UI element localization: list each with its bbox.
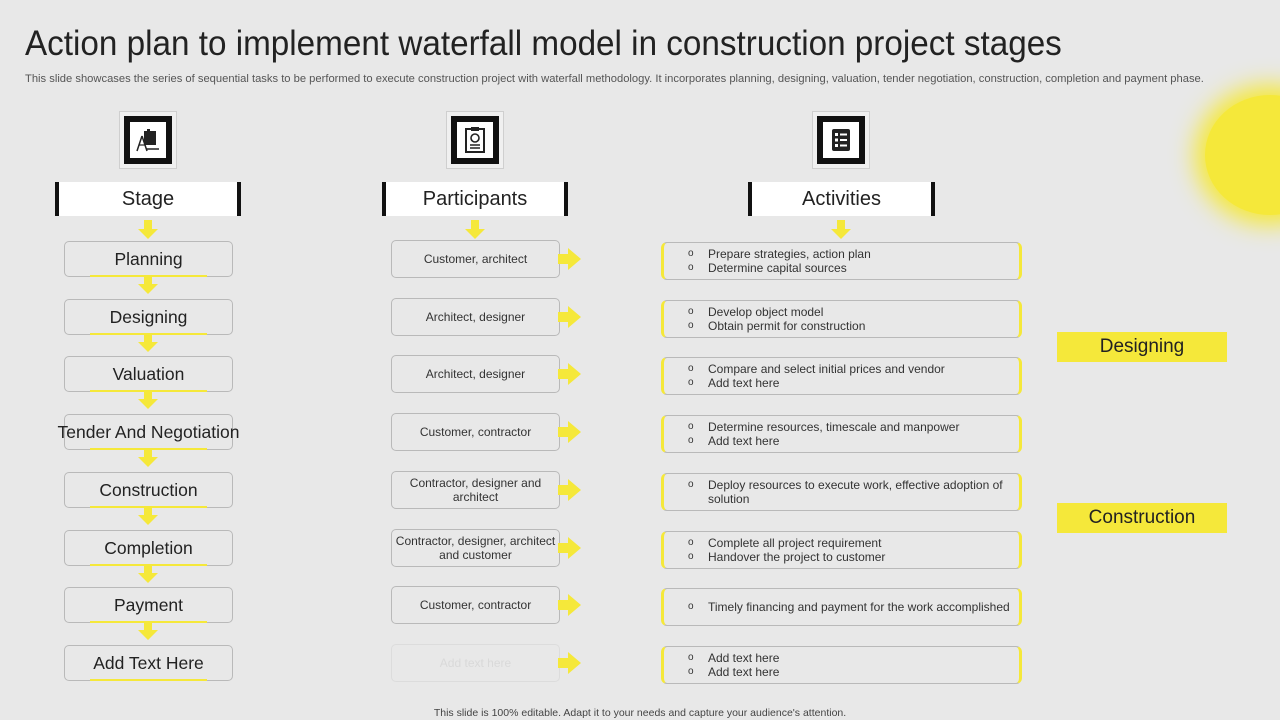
- activity-item: o Handover the project to customer: [688, 550, 1019, 564]
- id-badge-icon: [465, 127, 485, 153]
- stage-down-arrow-4: [137, 506, 159, 526]
- activity-text: Timely financing and payment for the wor…: [708, 600, 1010, 614]
- activity-text: Obtain permit for construction: [708, 319, 866, 333]
- activity-text: Determine capital sources: [708, 261, 847, 275]
- participants-header-arrow: [464, 220, 486, 240]
- stage-box-6: Payment: [64, 587, 233, 623]
- right-arrow-7: [558, 652, 582, 674]
- right-arrow-5: [558, 537, 582, 559]
- stage-box-3: Tender And Negotiation: [58, 414, 239, 450]
- activity-item: o Add text here: [688, 434, 1019, 448]
- stage-down-arrow-5: [137, 564, 159, 584]
- stage-box-2: Valuation: [64, 356, 233, 392]
- bullet-icon: o: [688, 652, 694, 663]
- right-arrow-1: [558, 306, 582, 328]
- activity-text: Complete all project requirement: [708, 536, 882, 550]
- participants-box-5: Contractor, designer, architect and cust…: [391, 529, 560, 567]
- architect-drawing-icon: [136, 129, 159, 152]
- activity-text: Compare and select initial prices and ve…: [708, 362, 945, 376]
- participants-header: Participants: [382, 182, 568, 216]
- checklist-icon: [832, 129, 850, 151]
- bullet-icon: o: [688, 479, 694, 490]
- stage-down-arrow-6: [137, 621, 159, 641]
- stage-icon-box: [119, 111, 177, 169]
- activity-item: o Obtain permit for construction: [688, 319, 1019, 333]
- activity-item: o Determine resources, timescale and manp…: [688, 420, 1019, 434]
- activities-header-arrow: [830, 220, 852, 240]
- activities-box-6: o Timely financing and payment for the wo…: [661, 588, 1022, 626]
- participants-box-3: Customer, contractor: [391, 413, 560, 451]
- activity-item: o Add text here: [688, 665, 1019, 679]
- activities-box-2: o Compare and select initial prices and v…: [661, 357, 1022, 395]
- activity-item: o Compare and select initial prices and v…: [688, 362, 1019, 376]
- activities-header: Activities: [748, 182, 935, 216]
- activity-text: Add text here: [708, 434, 780, 448]
- participants-box-4: Contractor, designer and architect: [391, 471, 560, 509]
- bullet-icon: o: [688, 551, 694, 562]
- stage-down-arrow-2: [137, 390, 159, 410]
- activity-item: o Determine capital sources: [688, 261, 1019, 275]
- stage-box-4: Construction: [64, 472, 233, 508]
- footer-note: This slide is 100% editable. Adapt it to…: [433, 707, 847, 719]
- activity-item: o Add text here: [688, 376, 1019, 390]
- participants-box-6: Customer, contractor: [391, 586, 560, 624]
- right-arrow-6: [558, 594, 582, 616]
- activities-box-4: o Deploy resources to execute work, effec…: [661, 473, 1022, 511]
- bullet-icon: o: [688, 248, 694, 259]
- stage-box-1: Designing: [64, 299, 233, 335]
- stage-box-5: Completion: [64, 530, 233, 566]
- participants-box-7: Add text here: [391, 644, 560, 682]
- participants-box-1: Architect, designer: [391, 298, 560, 336]
- right-arrow-4: [558, 479, 582, 501]
- activities-box-3: o Determine resources, timescale and manp…: [661, 415, 1022, 453]
- participants-box-2: Architect, designer: [391, 355, 560, 393]
- bullet-icon: o: [688, 421, 694, 432]
- right-arrow-3: [558, 421, 582, 443]
- right-arrow-0: [558, 248, 582, 270]
- bullet-icon: o: [688, 377, 694, 388]
- decorative-yellow-circle: [1205, 95, 1280, 215]
- activity-text: Deploy resources to execute work, effect…: [708, 478, 1003, 506]
- participants-icon-box: [446, 111, 504, 169]
- bullet-icon: o: [688, 537, 694, 548]
- phase-label-designing: Designing: [1057, 332, 1227, 362]
- activity-text: Add text here: [708, 376, 780, 390]
- bullet-icon: o: [688, 666, 694, 677]
- stage-down-arrow-1: [137, 333, 159, 353]
- page-subtitle: This slide showcases the series of seque…: [25, 73, 1204, 85]
- stage-box-0: Planning: [64, 241, 233, 277]
- activity-item: o Complete all project requirement: [688, 536, 1019, 550]
- bullet-icon: o: [688, 601, 694, 612]
- activity-text: Add text here: [708, 665, 780, 679]
- activity-text: Determine resources, timescale and manpo…: [708, 420, 960, 434]
- right-arrow-2: [558, 363, 582, 385]
- bullet-icon: o: [688, 306, 694, 317]
- participants-box-0: Customer, architect: [391, 240, 560, 278]
- stage-down-arrow-0: [137, 275, 159, 295]
- bullet-icon: o: [688, 363, 694, 374]
- stage-header: Stage: [55, 182, 241, 216]
- bullet-icon: o: [688, 262, 694, 273]
- activity-item: o Add text here: [688, 651, 1019, 665]
- activity-item: o Timely financing and payment for the wo…: [688, 600, 1019, 614]
- activity-text: Develop object model: [708, 305, 824, 319]
- bullet-icon: o: [688, 435, 694, 446]
- activity-text: Prepare strategies, action plan: [708, 247, 871, 261]
- stage-box-7: Add Text Here: [64, 645, 233, 681]
- activity-text: Add text here: [708, 651, 780, 665]
- page-title: Action plan to implement waterfall model…: [25, 24, 1062, 63]
- stage-down-arrow-3: [137, 448, 159, 468]
- activity-item: o Develop object model: [688, 305, 1019, 319]
- activity-text: Handover the project to customer: [708, 550, 886, 564]
- phase-label-construction: Construction: [1057, 503, 1227, 533]
- bullet-icon: o: [688, 320, 694, 331]
- activities-icon-box: [812, 111, 870, 169]
- stage-header-arrow: [137, 220, 159, 240]
- activity-item: o Prepare strategies, action plan: [688, 247, 1019, 261]
- activity-item: o Deploy resources to execute work, effec…: [688, 478, 1019, 506]
